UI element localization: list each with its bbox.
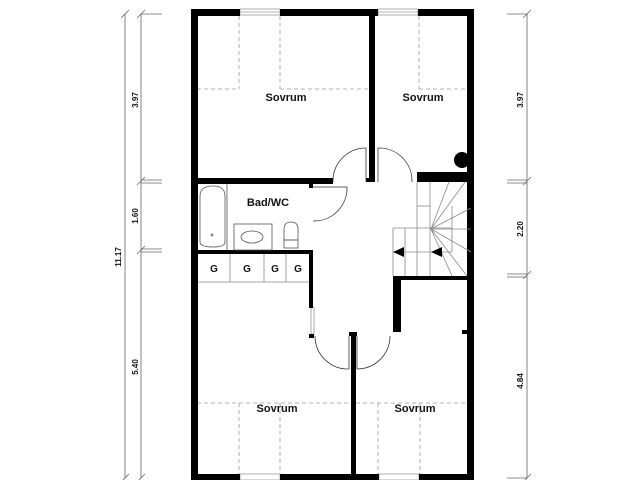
closets [229,254,287,282]
window-hall [310,306,315,335]
closet-label: G [271,264,279,275]
arrow-left-icon [431,247,442,257]
left-dimension-lines [120,9,162,480]
closet-label: G [243,264,251,275]
sink-icon [233,223,273,251]
dim-left-seg-3: 5.40 [131,359,140,375]
right-dimension-lines [507,9,532,480]
dim-left-seg-2: 1.60 [131,208,140,224]
door-bottom-right-bedroom[interactable] [356,335,391,370]
stair-arrows [393,247,442,257]
chimney-circle [454,152,470,168]
door-bathroom[interactable] [312,186,348,222]
door-bottom-left-bedroom[interactable] [314,335,350,370]
dim-right-seg-1: 3.97 [516,92,525,108]
arrow-left-icon [393,247,404,257]
bathtub-icon [199,185,226,248]
furniture-outlines [197,16,471,474]
door-top-right-bedroom[interactable] [377,147,413,183]
closet-label: G [294,264,302,275]
staircase [392,181,472,277]
walls [191,9,474,480]
dim-left-seg-1: 3.97 [131,92,140,108]
door-top-left-bedroom[interactable] [332,147,367,183]
window-bottom-left [239,473,281,480]
window-bottom-right [378,473,420,480]
doors[interactable] [312,147,413,370]
room-label-bedroom-1: Sovrum [266,92,307,104]
bathroom-fixtures [199,184,299,251]
room-label-bedroom-2: Sovrum [403,92,444,104]
room-label-bedroom-4: Sovrum [395,403,436,415]
dim-right-seg-3: 4.84 [516,373,525,389]
dim-right-seg-2: 2.20 [516,221,525,237]
room-label-bedroom-3: Sovrum [257,403,298,415]
dim-left-total: 11.17 [114,247,123,267]
closet-label: G [210,264,218,275]
toilet-icon [283,221,299,249]
room-label-bathroom: Bad/WC [247,197,289,209]
